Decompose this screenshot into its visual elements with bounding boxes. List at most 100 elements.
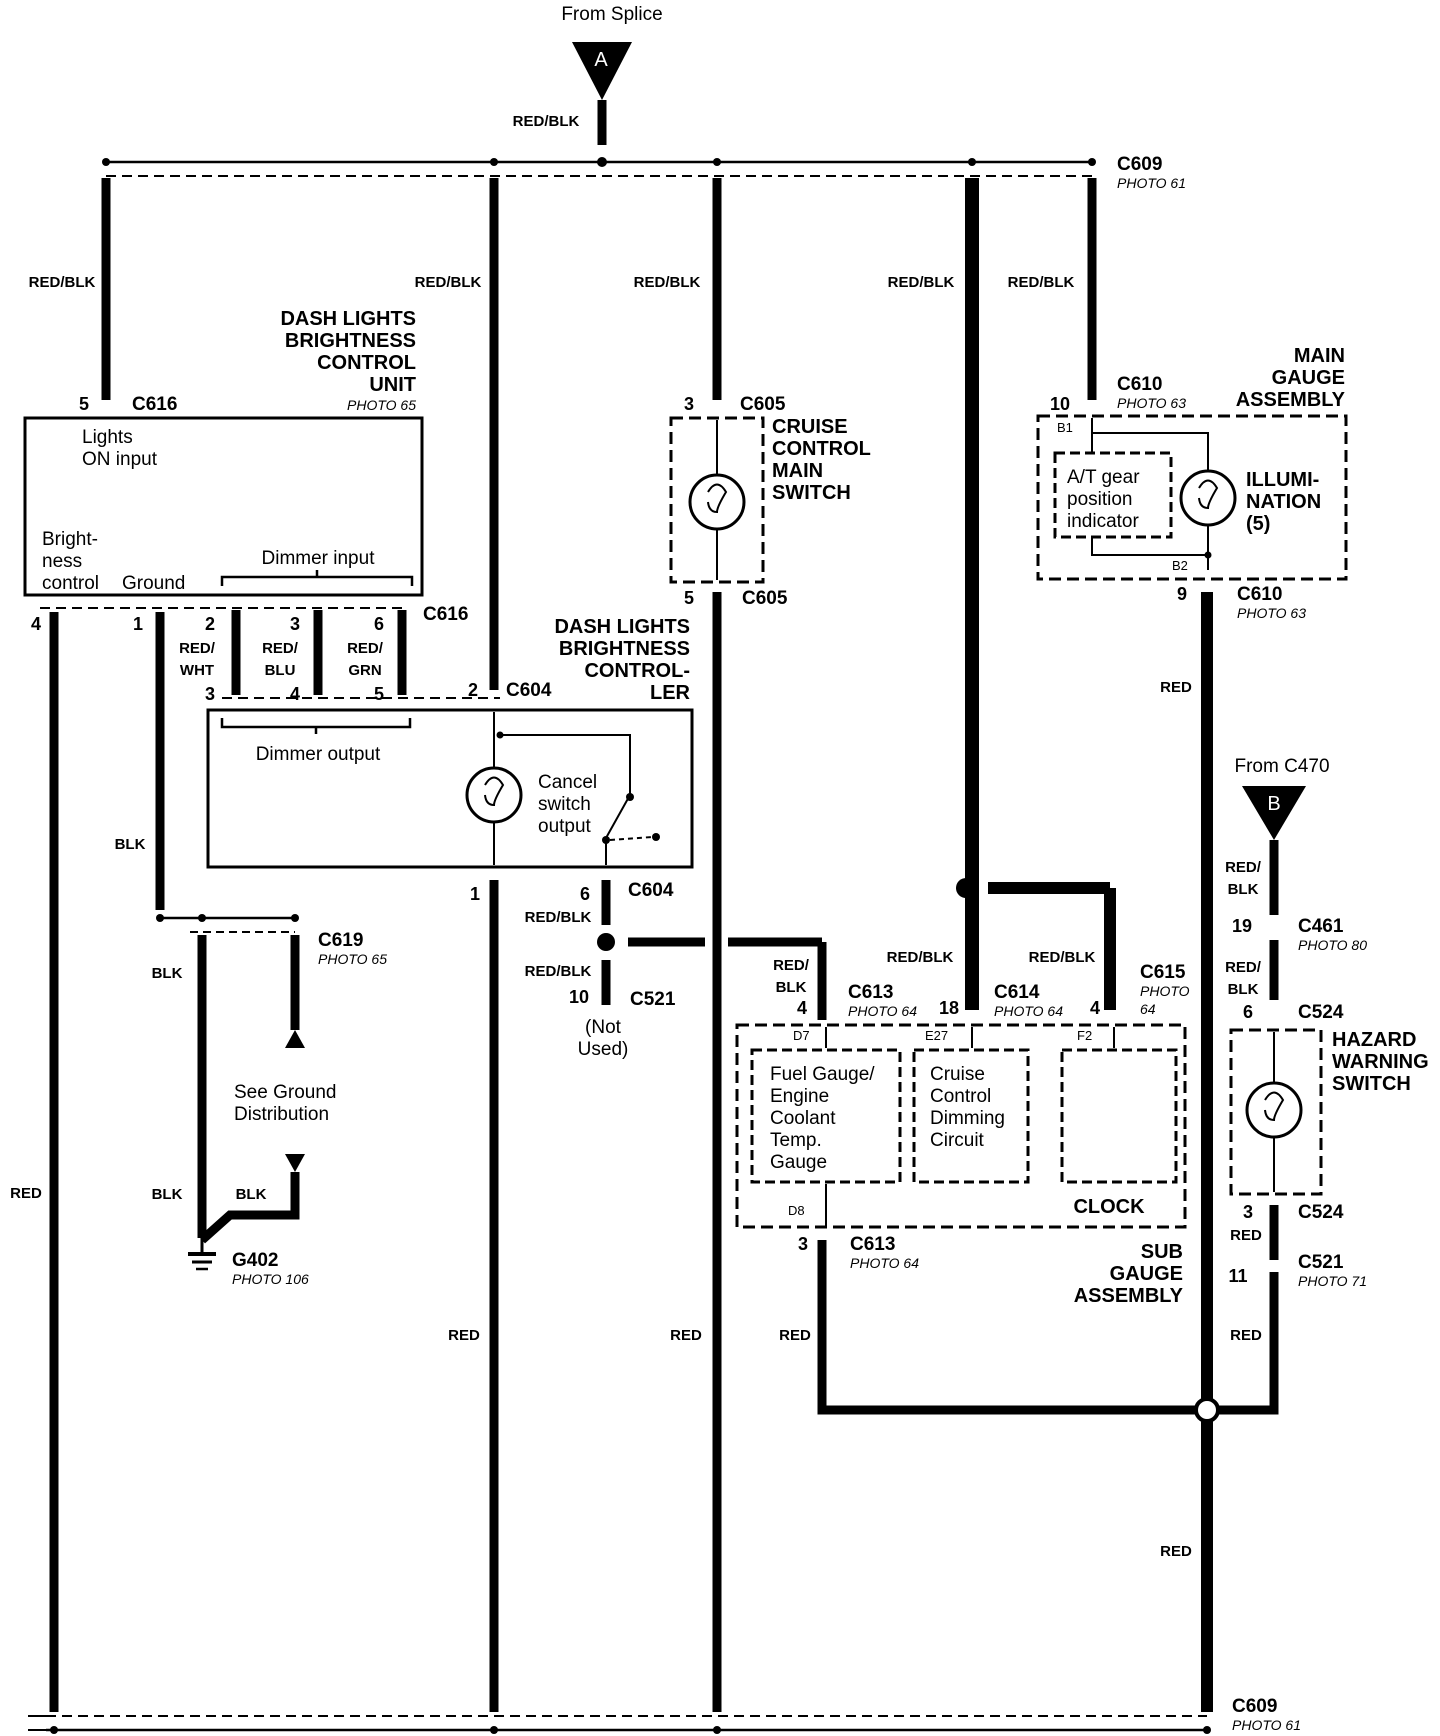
splice-dot [597, 933, 615, 951]
sub-gauge-assembly: RED/BLK RED/BLK RED/ BLK 4 C613 PHOTO 64… [735, 878, 1207, 1415]
source-a-triangle [572, 42, 632, 100]
lights-on-input-label: ON input [82, 449, 158, 470]
wire-label: RED/ [179, 640, 216, 657]
dash-lights-brightness-controller: DASH LIGHTS BRIGHTNESS CONTROL- LER 3 4 … [205, 616, 694, 904]
junction [490, 1726, 498, 1734]
see-ground-label: See Ground [234, 1082, 336, 1103]
component-title: WARNING [1332, 1051, 1429, 1073]
source-a: From Splice A RED/BLK [513, 4, 663, 145]
c613-top-label: C613 [848, 982, 893, 1003]
wire-label: RED [10, 1185, 42, 1202]
c614-label: C614 [994, 982, 1040, 1003]
wire-label: RED [1160, 679, 1192, 696]
lamp-filament [1264, 1091, 1285, 1122]
lamp-icon [1179, 469, 1237, 527]
c521-right-photo: PHOTO 71 [1298, 1273, 1367, 1289]
wire-label: BLK [152, 1186, 183, 1203]
wire-label: RED [779, 1327, 811, 1344]
brightness-control-label: Bright- [42, 529, 98, 550]
c610-top-photo: PHOTO 63 [1117, 395, 1186, 411]
lamp-filament [1198, 479, 1219, 510]
pin-number: 3 [205, 684, 215, 704]
splice-dot [1194, 1397, 1220, 1423]
pin-d8: D8 [788, 1203, 805, 1218]
at-gear-label: position [1067, 489, 1133, 510]
unit-box [23, 416, 424, 597]
dimmer-output-label: Dimmer output [256, 744, 381, 765]
c521-right-label: C521 [1298, 1252, 1344, 1273]
switch-dashed [609, 836, 653, 841]
cancel-switch-label: output [538, 816, 592, 837]
component-title: GAUGE [1272, 367, 1345, 389]
component-title: SWITCH [1332, 1073, 1411, 1095]
junction [1204, 551, 1212, 559]
lamp-filament [484, 776, 505, 807]
controller-box [206, 708, 694, 869]
component-photo: PHOTO 65 [347, 397, 416, 413]
dash-lights-brightness-control-unit: DASH LIGHTS BRIGHTNESS CONTROL UNIT PHOT… [23, 308, 424, 597]
cruise-dimming-label: Dimming [930, 1108, 1005, 1129]
wire-label: RED/ [773, 957, 810, 974]
junction [1088, 158, 1096, 166]
wire-label: RED [670, 1327, 702, 1344]
component-title: MAIN [1294, 345, 1345, 367]
wire-label: RED/BLK [1029, 949, 1096, 966]
c609-bottom-photo: PHOTO 61 [1232, 1717, 1301, 1733]
clock-box [1060, 1048, 1178, 1184]
pin-number: 10 [569, 987, 589, 1007]
cancel-switch-line [500, 734, 631, 839]
pin-number: 10 [1050, 394, 1070, 414]
wire-label: RED [1160, 1543, 1192, 1560]
lamp-icon [688, 473, 746, 531]
component-title: ILLUMI- [1246, 469, 1319, 491]
g402-photo: PHOTO 106 [232, 1271, 309, 1287]
wire-label: RED/BLK [29, 274, 96, 291]
pin-number: 3 [798, 1234, 808, 1254]
at-gear-label: indicator [1067, 511, 1139, 532]
wire-label: BLK [115, 836, 146, 853]
pin-number: 4 [1090, 998, 1100, 1018]
wire-label: RED/BLK [525, 909, 592, 926]
wire-label: RED/ [262, 640, 299, 657]
pin-number: 2 [468, 680, 478, 700]
wire-blk [199, 1172, 300, 1244]
clock-label: CLOCK [1073, 1196, 1145, 1218]
wire-label: BLK [236, 1186, 267, 1203]
component-title: GAUGE [1110, 1263, 1183, 1285]
junction [713, 1726, 721, 1734]
brightness-control-label: control [42, 573, 99, 594]
wire-label: RED/BLK [634, 274, 701, 291]
junction [156, 914, 164, 922]
pin-number: 11 [1228, 1266, 1247, 1286]
component-title: BRIGHTNESS [285, 330, 416, 352]
sub-gauge-dashed-box [735, 1023, 1187, 1229]
component-title: BRIGHTNESS [559, 638, 690, 660]
wire-label: RED/BLK [887, 949, 954, 966]
component-title: UNIT [369, 374, 416, 396]
pin-f2: F2 [1077, 1028, 1092, 1043]
splice-dot [956, 878, 976, 898]
c610-bottom-photo: PHOTO 63 [1237, 605, 1306, 621]
fuel-gauge-label: Engine [770, 1086, 829, 1107]
pin-number: 1 [470, 884, 480, 904]
wire-label: RED/ [1225, 859, 1262, 876]
c609-bottom-label: C609 [1232, 1696, 1277, 1717]
pin-number: 6 [1243, 1002, 1253, 1022]
source-b-caption: From C470 [1234, 756, 1329, 777]
c616-top-label: C616 [132, 394, 177, 415]
c609-top-bus: C609 PHOTO 61 [102, 154, 1186, 191]
wire-label: GRN [348, 662, 381, 679]
pin-e27: E27 [925, 1028, 948, 1043]
c616-bottom-connector: 4 1 2 3 6 C616 [31, 604, 468, 634]
switch-dashed-box [669, 416, 765, 584]
component-title: LER [650, 682, 691, 704]
pin-number: 4 [290, 684, 300, 704]
pin-number: 3 [684, 394, 694, 414]
at-ground [1091, 538, 1208, 556]
c609-bottom-bus: C609 PHOTO 61 [28, 1696, 1301, 1734]
wire-label: BLK [1228, 981, 1259, 998]
fuel-gauge-label: Temp. [770, 1130, 822, 1151]
hazard-warning-switch: From C470 B RED/ BLK 19 C461 PHOTO 80 RE… [1194, 756, 1429, 1423]
dimmer-output-bracket [220, 718, 412, 734]
pin-number: 18 [939, 998, 959, 1018]
